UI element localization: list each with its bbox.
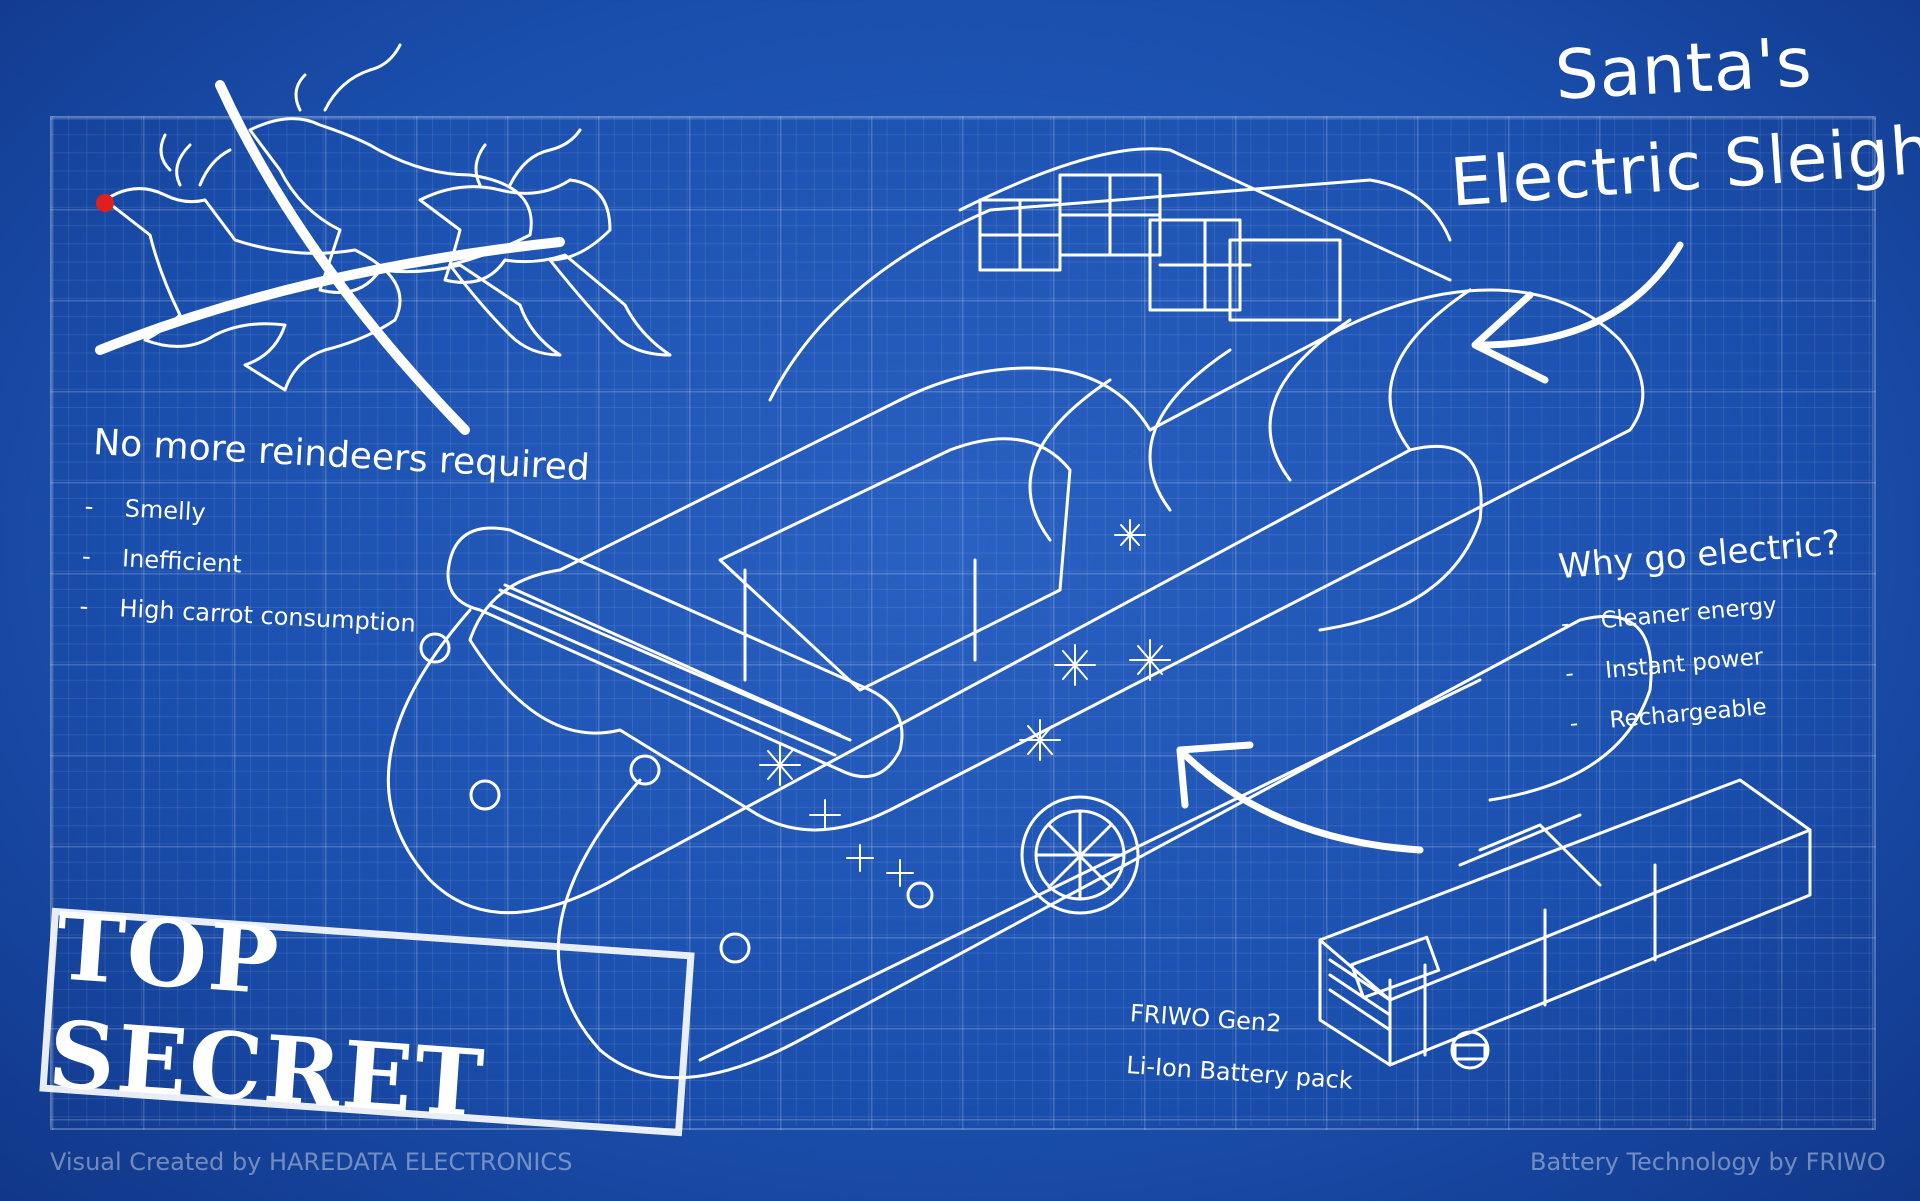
credit-left: Visual Created by HAREDATA ELECTRONICS <box>50 1148 573 1176</box>
reindeer-icon <box>103 43 672 392</box>
snowflake-icon <box>759 519 1171 887</box>
stamp-text: TOP SECRET <box>45 892 489 1139</box>
credit-right: Battery Technology by FRIWO <box>1530 1148 1886 1176</box>
title-line1: Santa's <box>1553 23 1815 116</box>
reindeer-nose-icon <box>96 194 114 212</box>
left-notes-list: Smelly Inefficient High carrot consumpti… <box>78 481 422 648</box>
top-secret-stamp: TOP SECRET <box>39 892 695 1138</box>
right-notes-list: Cleaner energy Instant power Rechargeabl… <box>1559 581 1788 749</box>
arrow-icon <box>1176 241 1684 854</box>
battery-pack-icon <box>1318 778 1812 1070</box>
battery-label: FRIWO Gen2 Li-Ion Battery pack <box>1125 987 1358 1107</box>
cross-out-icon <box>95 80 565 435</box>
